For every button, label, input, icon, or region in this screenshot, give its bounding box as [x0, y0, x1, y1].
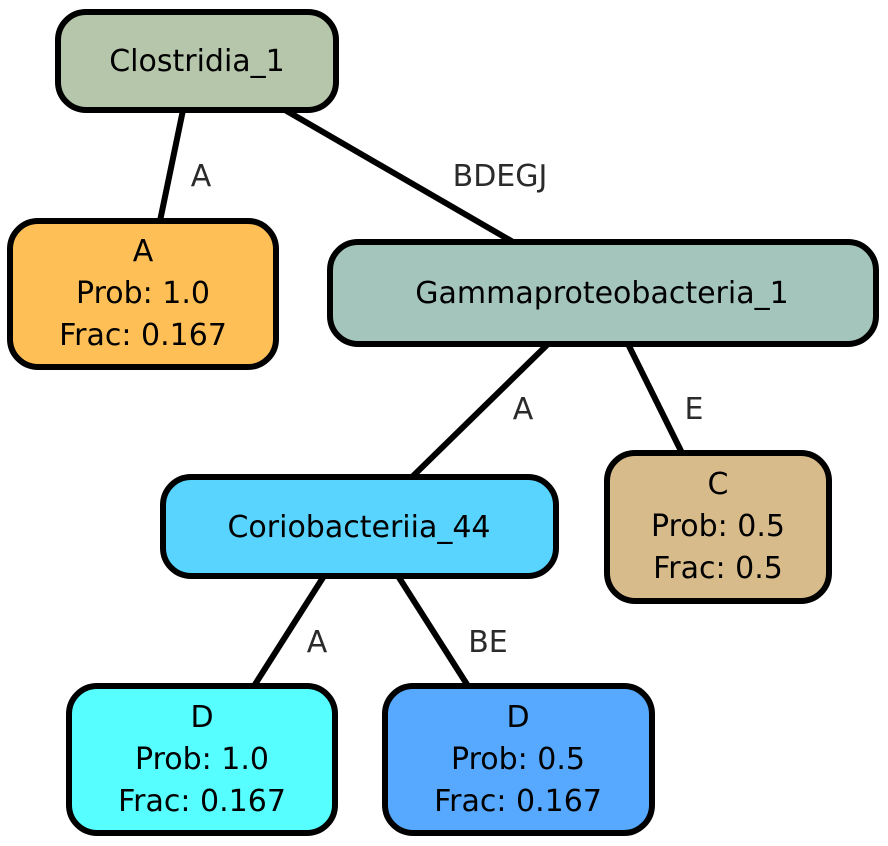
edge-label-clostridia-to-a: A: [191, 159, 212, 194]
node-leaf-d2: D Prob: 0.5 Frac: 0.167: [382, 683, 655, 836]
node-leaf-d2-line-2: Prob: 0.5: [451, 742, 585, 777]
node-leaf-c-box: [604, 450, 832, 604]
node-leaf-a-line-1: A: [133, 234, 154, 269]
node-leaf-c-line-1: C: [708, 467, 729, 502]
edges: A BDEGJ A E A BE: [157, 107, 704, 688]
node-leaf-d2-line-3: Frac: 0.167: [434, 784, 602, 819]
edge-corio-to-d1: [251, 574, 327, 688]
edge-corio-to-d2: [395, 574, 471, 688]
node-corio: Coriobacteriia_44: [160, 474, 559, 579]
node-leaf-c-line-3: Frac: 0.5: [653, 551, 783, 586]
edge-label-clostridia-to-gamma: BDEGJ: [453, 159, 548, 194]
node-corio-box: [160, 474, 559, 579]
node-leaf-d1-line-2: Prob: 1.0: [135, 742, 269, 777]
node-leaf-d1-line-3: Frac: 0.167: [118, 784, 286, 819]
node-corio-label: Coriobacteriia_44: [227, 510, 490, 545]
edge-clostridia-to-a: [157, 109, 186, 222]
edge-gamma-to-corio: [409, 341, 551, 480]
node-gamma-box: [327, 239, 879, 347]
node-leaf-d1-box: [66, 683, 338, 836]
edge-label-corio-to-d1: A: [307, 625, 328, 660]
edge-label-corio-to-d2: BE: [468, 625, 508, 660]
node-leaf-a-box: [7, 218, 279, 370]
node-leaf-a-line-2: Prob: 1.0: [76, 276, 210, 311]
node-clostridia-label: Clostridia_1: [109, 44, 285, 79]
edge-label-gamma-to-c: E: [685, 392, 704, 427]
node-leaf-d1: D Prob: 1.0 Frac: 0.167: [66, 683, 338, 836]
node-clostridia-box: [55, 9, 339, 113]
node-leaf-d1-line-1: D: [190, 700, 213, 735]
edge-label-gamma-to-corio: A: [513, 392, 534, 427]
edge-gamma-to-c: [625, 342, 685, 455]
node-leaf-d2-line-1: D: [506, 700, 529, 735]
node-gamma: Gammaproteobacteria_1: [327, 239, 879, 347]
node-gamma-label: Gammaproteobacteria_1: [415, 276, 788, 311]
node-leaf-a-line-3: Frac: 0.167: [59, 318, 227, 353]
node-leaf-a: A Prob: 1.0 Frac: 0.167: [7, 218, 279, 370]
node-leaf-c: C Prob: 0.5 Frac: 0.5: [604, 450, 832, 604]
node-leaf-c-line-2: Prob: 0.5: [651, 509, 785, 544]
edge-clostridia-to-gamma: [283, 107, 515, 245]
node-leaf-d2-box: [382, 683, 655, 836]
node-clostridia: Clostridia_1: [55, 9, 339, 113]
